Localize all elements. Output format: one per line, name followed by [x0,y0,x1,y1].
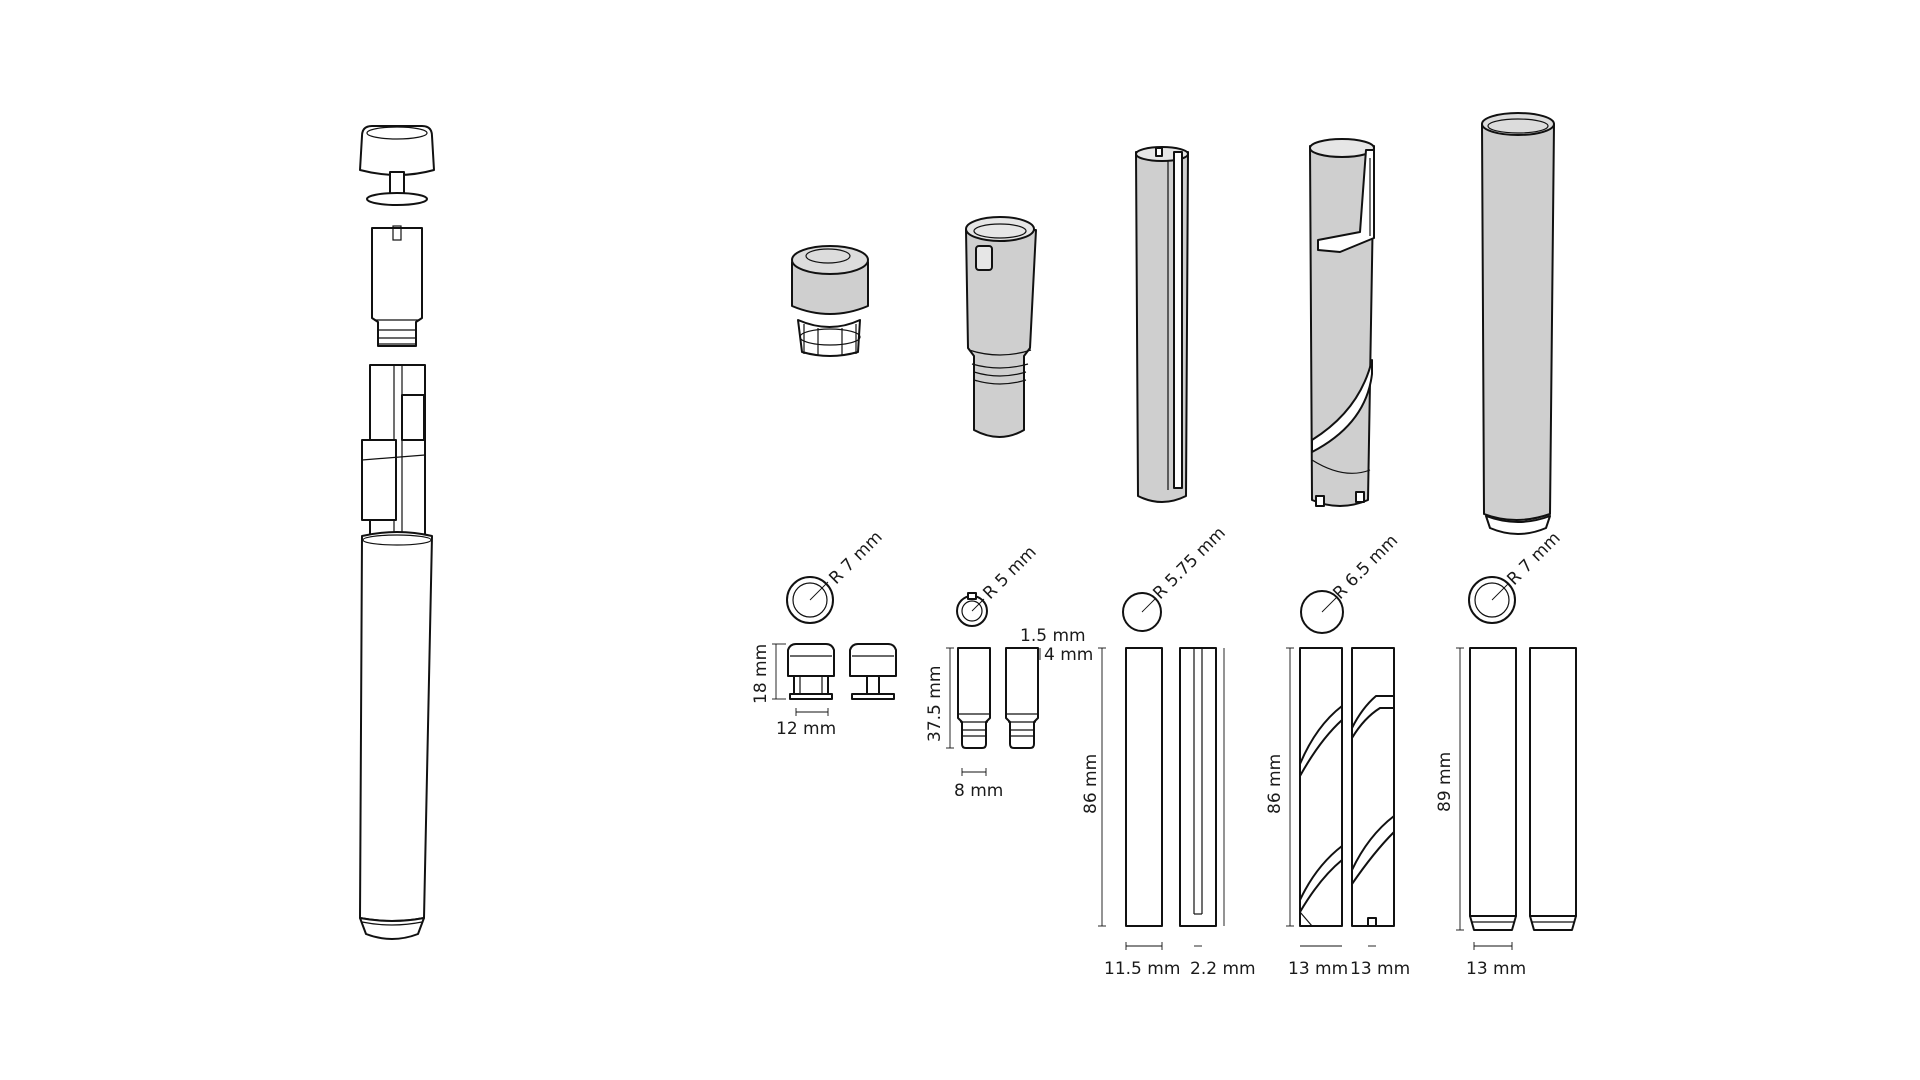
spiral-tube-section-views: R 6.5 mm 86 mm 13 mm 13 mm [1265,531,1410,979]
cap-section-views: R 7 mm 18 mm 12 mm [751,527,897,739]
cap-width-label: 12 mm [776,719,836,739]
assembled-outer-barrel [359,531,433,940]
outer-barrel-radius-label: R 7 mm [1503,528,1564,589]
outer-barrel-3d [1481,112,1555,535]
assembled-cap [359,125,435,206]
assembled-inner-mechanism [361,364,426,536]
cap-height-label: 18 mm [751,644,771,704]
spiral-tube-length-label: 86 mm [1265,754,1285,814]
outer-barrel-width-label: 13 mm [1466,959,1526,979]
spiral-tube-width-label: 13 mm [1288,959,1348,979]
inner-tube-radius-label: R 5.75 mm [1149,523,1229,603]
inner-tube-width-label: 11.5 mm [1104,959,1180,979]
assembled-pen [359,125,435,940]
inner-tube-length-label: 86 mm [1081,754,1101,814]
spiral-tube-3d [1309,138,1375,507]
spiral-tube-radius-label: R 6.5 mm [1329,531,1402,604]
plunger-width-label: 8 mm [954,781,1003,801]
plunger-section-views: R 5 mm 37.5 mm 8 mm 1.5 mm 4 mm [925,542,1093,801]
spiral-tube-width-2-label: 13 mm [1350,959,1410,979]
inner-slotted-tube-3d [1135,146,1189,503]
assembled-plunger [371,225,423,347]
slot-width-label: 1.5 mm [1020,626,1086,646]
plunger-radius-label: R 5 mm [979,542,1040,603]
outer-barrel-section-views: R 7 mm 89 mm 13 mm [1435,528,1577,979]
cap-radius-label: R 7 mm [825,527,886,588]
inner-slot-width-label: 2.2 mm [1190,959,1256,979]
slot-depth-label: 4 mm [1044,645,1093,665]
plunger-3d [965,216,1037,438]
cap-3d [791,245,869,357]
outer-barrel-length-label: 89 mm [1435,752,1455,812]
plunger-length-label: 37.5 mm [925,666,945,742]
inner-tube-section-views: R 5.75 mm 86 mm 11.5 mm 2.2 mm [1081,523,1256,979]
